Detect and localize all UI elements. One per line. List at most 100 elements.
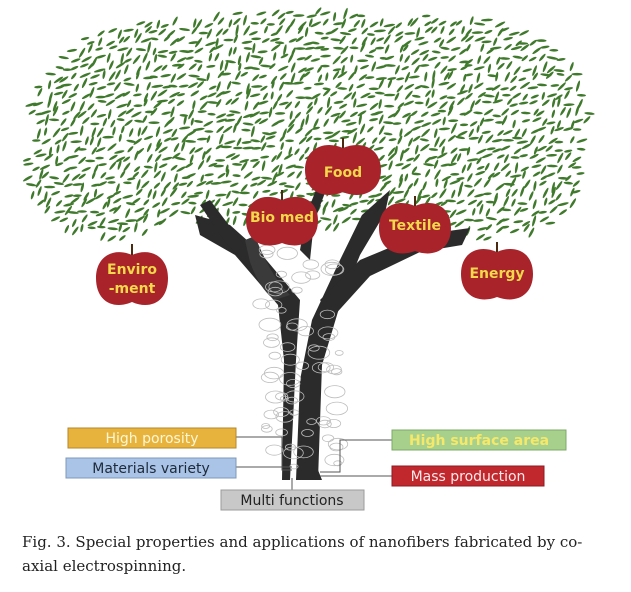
leaf	[448, 28, 455, 36]
leaf	[329, 27, 339, 35]
leaf	[350, 111, 358, 118]
leaf	[77, 110, 87, 119]
leaf	[72, 218, 77, 228]
leaf	[238, 63, 242, 71]
leaf	[479, 203, 484, 215]
leaf	[97, 137, 102, 148]
leaf	[399, 128, 403, 137]
leaf	[286, 123, 295, 133]
leaf	[190, 117, 194, 126]
leaf	[80, 37, 90, 41]
leaf	[134, 166, 141, 172]
leaf	[419, 49, 430, 56]
leaf	[575, 80, 581, 92]
fiber-loop	[291, 271, 312, 284]
leaf	[51, 190, 61, 196]
leaf	[564, 74, 573, 82]
leaf	[185, 162, 194, 169]
leaf	[217, 172, 226, 179]
leaf	[271, 155, 277, 163]
leaf	[412, 135, 421, 142]
leaf	[296, 194, 305, 198]
leaf	[144, 110, 154, 114]
leaf	[500, 163, 510, 172]
leaf	[464, 58, 474, 65]
leaf	[238, 191, 250, 195]
leaf	[141, 180, 150, 189]
leaf	[414, 195, 422, 205]
leaf	[256, 179, 267, 186]
fiber-loop	[325, 401, 348, 416]
leaf	[551, 97, 556, 108]
leaf	[243, 25, 251, 36]
leaf	[215, 37, 219, 48]
leaf	[360, 64, 369, 70]
leaf	[252, 74, 260, 82]
leaf	[240, 71, 249, 77]
leaf	[225, 153, 236, 159]
leaf	[249, 111, 261, 118]
leaf	[310, 58, 321, 62]
leaf	[467, 199, 478, 206]
leaf	[251, 37, 262, 41]
leaf	[72, 194, 82, 198]
leaf	[143, 199, 150, 206]
leaf	[91, 127, 97, 138]
leaf	[294, 111, 301, 119]
leaf	[379, 136, 386, 144]
leaf	[304, 67, 315, 72]
leaf	[387, 77, 397, 81]
leaf	[474, 36, 486, 42]
leaf	[313, 82, 325, 86]
leaf	[135, 70, 140, 80]
leaf	[296, 57, 306, 61]
leaf	[440, 26, 445, 34]
leaf	[550, 125, 555, 135]
fiber-loop	[297, 325, 314, 337]
leaf	[519, 154, 529, 158]
leaf	[160, 188, 166, 197]
leaf	[242, 113, 254, 119]
leaf	[150, 90, 158, 101]
leaf	[398, 178, 403, 189]
leaf	[359, 123, 366, 135]
fiber-loop	[279, 395, 289, 402]
leaf	[32, 166, 40, 172]
property-box-high-porosity: High porosity	[67, 427, 237, 449]
leaf	[457, 186, 463, 197]
leaf	[108, 60, 114, 70]
leaf	[120, 170, 126, 178]
leaf	[401, 40, 412, 48]
property-box-multi-functions: Multi functions	[220, 489, 365, 511]
leaf	[361, 18, 366, 28]
leaf	[563, 127, 574, 131]
leaf	[81, 77, 88, 89]
leaf	[58, 56, 69, 60]
leaf	[522, 93, 528, 101]
leaf	[99, 217, 106, 227]
leaf	[270, 37, 280, 42]
leaf	[162, 129, 173, 134]
leaf	[116, 222, 129, 226]
leaf	[314, 97, 318, 106]
leaf	[141, 228, 148, 236]
leaf	[206, 64, 216, 68]
leaf	[235, 70, 241, 81]
leaf	[264, 25, 268, 34]
leaf	[500, 87, 509, 91]
leaf	[489, 46, 502, 50]
leaf	[492, 114, 501, 118]
leaf	[456, 153, 462, 162]
leaf	[96, 127, 104, 138]
leaf	[408, 137, 413, 147]
leaf	[366, 198, 375, 205]
leaf	[35, 179, 42, 188]
leaf	[305, 135, 313, 143]
leaf	[379, 183, 388, 192]
leaf	[520, 166, 530, 172]
leaf	[300, 118, 305, 130]
leaf	[470, 100, 475, 111]
leaf	[123, 162, 131, 172]
leaf	[161, 111, 172, 115]
leaf	[61, 89, 68, 99]
